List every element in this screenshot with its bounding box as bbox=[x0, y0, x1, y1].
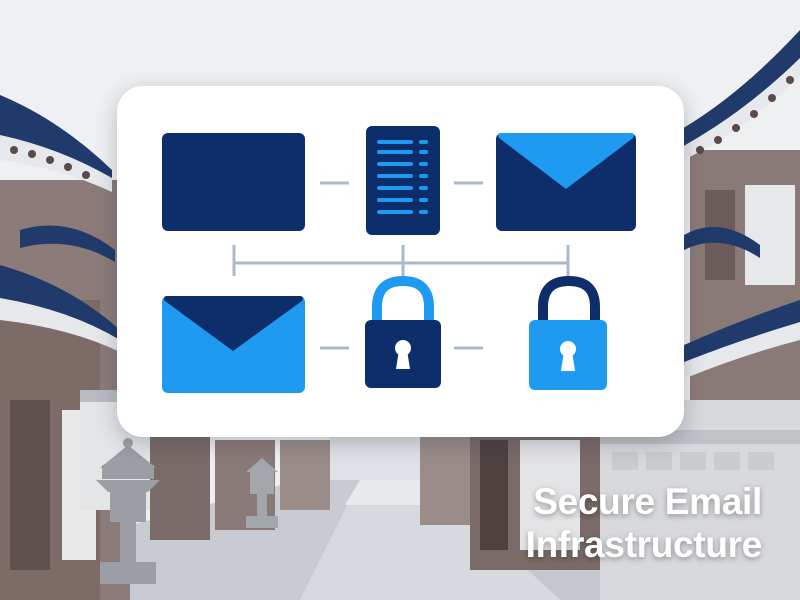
padlock-icon bbox=[365, 275, 441, 388]
stone-lantern bbox=[96, 438, 160, 584]
right-hanok-buildings bbox=[420, 30, 800, 600]
envelope-icon bbox=[496, 133, 636, 231]
headline: Secure Email Infrastructure bbox=[422, 480, 763, 566]
envelope-icon bbox=[162, 296, 305, 393]
stone-lantern-small bbox=[246, 458, 278, 528]
headline-line-2: Infrastructure bbox=[525, 524, 763, 565]
headline-line-1: Secure Email bbox=[533, 481, 762, 522]
server-icon bbox=[366, 126, 440, 235]
email-security-diagram-card bbox=[117, 86, 684, 437]
connector-lines bbox=[232, 181, 570, 350]
left-hanok-buildings bbox=[0, 95, 330, 600]
padlock-icon bbox=[529, 275, 607, 390]
mail-block-icon bbox=[162, 133, 305, 231]
